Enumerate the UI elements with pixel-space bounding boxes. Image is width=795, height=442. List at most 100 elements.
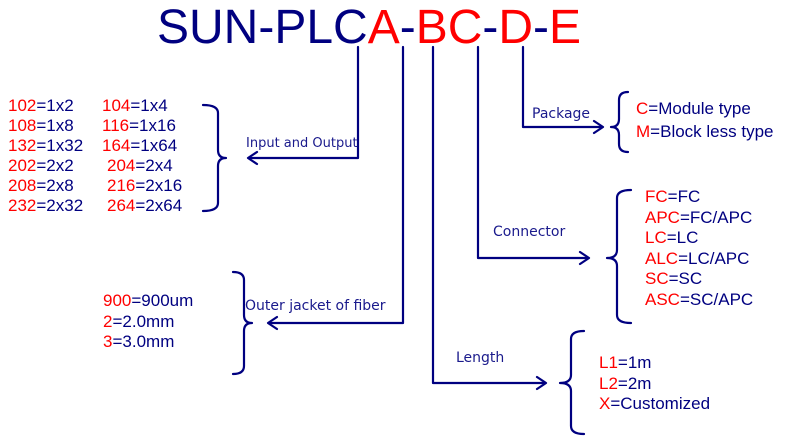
- io-option: 102=1x2: [8, 96, 102, 116]
- option-value: =Customized: [610, 394, 711, 413]
- package-options: C=Module type M=Block less type: [636, 97, 773, 143]
- option-value: =1m: [617, 353, 652, 372]
- io-option-row: 202=2x2 204=2x4: [8, 156, 182, 176]
- option-code: C: [636, 99, 649, 118]
- io-option: 216=2x16: [107, 176, 182, 196]
- option-value: =2x16: [135, 176, 183, 195]
- option-code: 202: [8, 156, 37, 175]
- option-value: =1x4: [130, 96, 168, 115]
- option-code: FC: [645, 187, 668, 206]
- arrowhead-outer-jacket: [266, 315, 279, 331]
- connector-option: APC=FC/APC: [645, 208, 753, 229]
- option-value: =2x64: [135, 196, 183, 215]
- io-option: 108=1x8: [8, 116, 102, 136]
- label-package: Package: [532, 106, 591, 122]
- io-option-row: 108=1x8 116=1x16: [8, 116, 182, 136]
- io-option: 208=2x8: [8, 176, 107, 196]
- option-value: =1x64: [130, 136, 178, 155]
- option-value: =3.0mm: [112, 332, 175, 351]
- option-value: =2x4: [135, 156, 173, 175]
- io-option: 132=1x32: [8, 136, 102, 156]
- leader-line-length: [431, 45, 547, 385]
- label-connector: Connector: [493, 224, 566, 240]
- title-segment-c: C: [447, 1, 483, 54]
- option-code: 102: [8, 96, 37, 115]
- leader-line-outer-jacket: [267, 45, 405, 325]
- brace-input-output: [201, 103, 228, 213]
- input-output-options: 102=1x2 104=1x4 108=1x8 116=1x16 132=1x3…: [8, 96, 182, 216]
- package-option: C=Module type: [636, 97, 773, 120]
- arrowhead-input-output: [246, 150, 259, 166]
- option-code: L1: [599, 353, 618, 372]
- option-value: =LC/APC: [678, 248, 750, 268]
- io-option-row: 132=1x32 164=1x64: [8, 136, 182, 156]
- brace-package: [609, 90, 630, 154]
- connector-option: FC=FC: [645, 187, 753, 208]
- title-segment-e: E: [549, 1, 582, 54]
- brace-outer-jacket: [231, 270, 254, 376]
- option-value: =1x16: [129, 116, 176, 135]
- option-value: =1x2: [36, 96, 74, 115]
- option-value: =2x32: [36, 196, 84, 215]
- arrowhead-package: [592, 119, 605, 135]
- option-value: =2m: [617, 373, 652, 393]
- title-prefix: SUN-PLC: [157, 1, 368, 54]
- io-option: 232=2x32: [8, 196, 107, 216]
- leader-line-input-output: [247, 45, 360, 160]
- connector-option: SC=SC: [645, 269, 753, 290]
- option-code: 900: [103, 291, 132, 310]
- option-value: =900um: [131, 291, 194, 310]
- title-segment-a: A: [367, 1, 400, 54]
- option-code: LC: [645, 228, 667, 247]
- option-value: =LC: [666, 228, 699, 247]
- option-value: =Block less type: [650, 122, 774, 141]
- io-option: 264=2x64: [107, 196, 182, 216]
- option-code: 116: [102, 116, 130, 135]
- length-option: X=Customized: [599, 394, 710, 415]
- outer-jacket-option: 2=2.0mm: [103, 312, 193, 333]
- option-code: 3: [103, 332, 113, 351]
- length-option: L1=1m: [599, 353, 710, 374]
- title-segment-d: D: [498, 1, 534, 54]
- length-option: L2=2m: [599, 374, 710, 395]
- arrowhead-connector: [578, 250, 591, 266]
- part-number-title: SUN-PLCA-BC-D-E: [157, 0, 581, 58]
- connector-option: LC=LC: [645, 228, 753, 249]
- option-code: 104: [102, 96, 131, 115]
- option-code: SC: [645, 269, 669, 288]
- outer-jacket-options: 900=900um 2=2.0mm 3=3.0mm: [103, 291, 193, 353]
- option-code: L2: [599, 373, 618, 393]
- option-code: 208: [8, 176, 37, 195]
- option-code: APC: [645, 207, 680, 227]
- option-value: =SC/APC: [679, 289, 754, 309]
- option-value: =FC: [667, 187, 701, 206]
- connector-option: ASC=SC/APC: [645, 290, 753, 311]
- option-code: X: [599, 394, 611, 413]
- arrowhead-length: [535, 375, 548, 391]
- option-code: 2: [103, 311, 113, 331]
- brace-connector: [605, 188, 633, 325]
- io-option-row: 102=1x2 104=1x4: [8, 96, 182, 116]
- package-option: M=Block less type: [636, 120, 773, 143]
- option-code: M: [636, 122, 651, 141]
- label-input-output: Input and Output: [246, 136, 358, 151]
- io-option: 204=2x4: [107, 156, 173, 176]
- connector-options: FC=FC APC=FC/APC LC=LC ALC=LC/APC SC=SC …: [645, 187, 753, 310]
- title-dash-1: -: [399, 1, 416, 54]
- outer-jacket-option: 3=3.0mm: [103, 332, 193, 353]
- option-code: 132: [8, 136, 37, 155]
- leader-line-connector: [476, 45, 590, 260]
- title-dash-3: -: [533, 1, 550, 54]
- io-option: 116=1x16: [102, 116, 176, 136]
- option-code: 232: [8, 196, 37, 215]
- connector-option: ALC=LC/APC: [645, 249, 753, 270]
- label-outer-jacket: Outer jacket of fiber: [245, 298, 386, 314]
- option-code: 204: [107, 156, 136, 175]
- io-option-row: 208=2x8 216=2x16: [8, 176, 182, 196]
- option-value: =Module type: [648, 99, 751, 118]
- option-code: ASC: [645, 289, 680, 309]
- option-value: =1x8: [36, 116, 74, 135]
- brace-length: [558, 329, 586, 436]
- option-value: =2.0mm: [112, 311, 175, 331]
